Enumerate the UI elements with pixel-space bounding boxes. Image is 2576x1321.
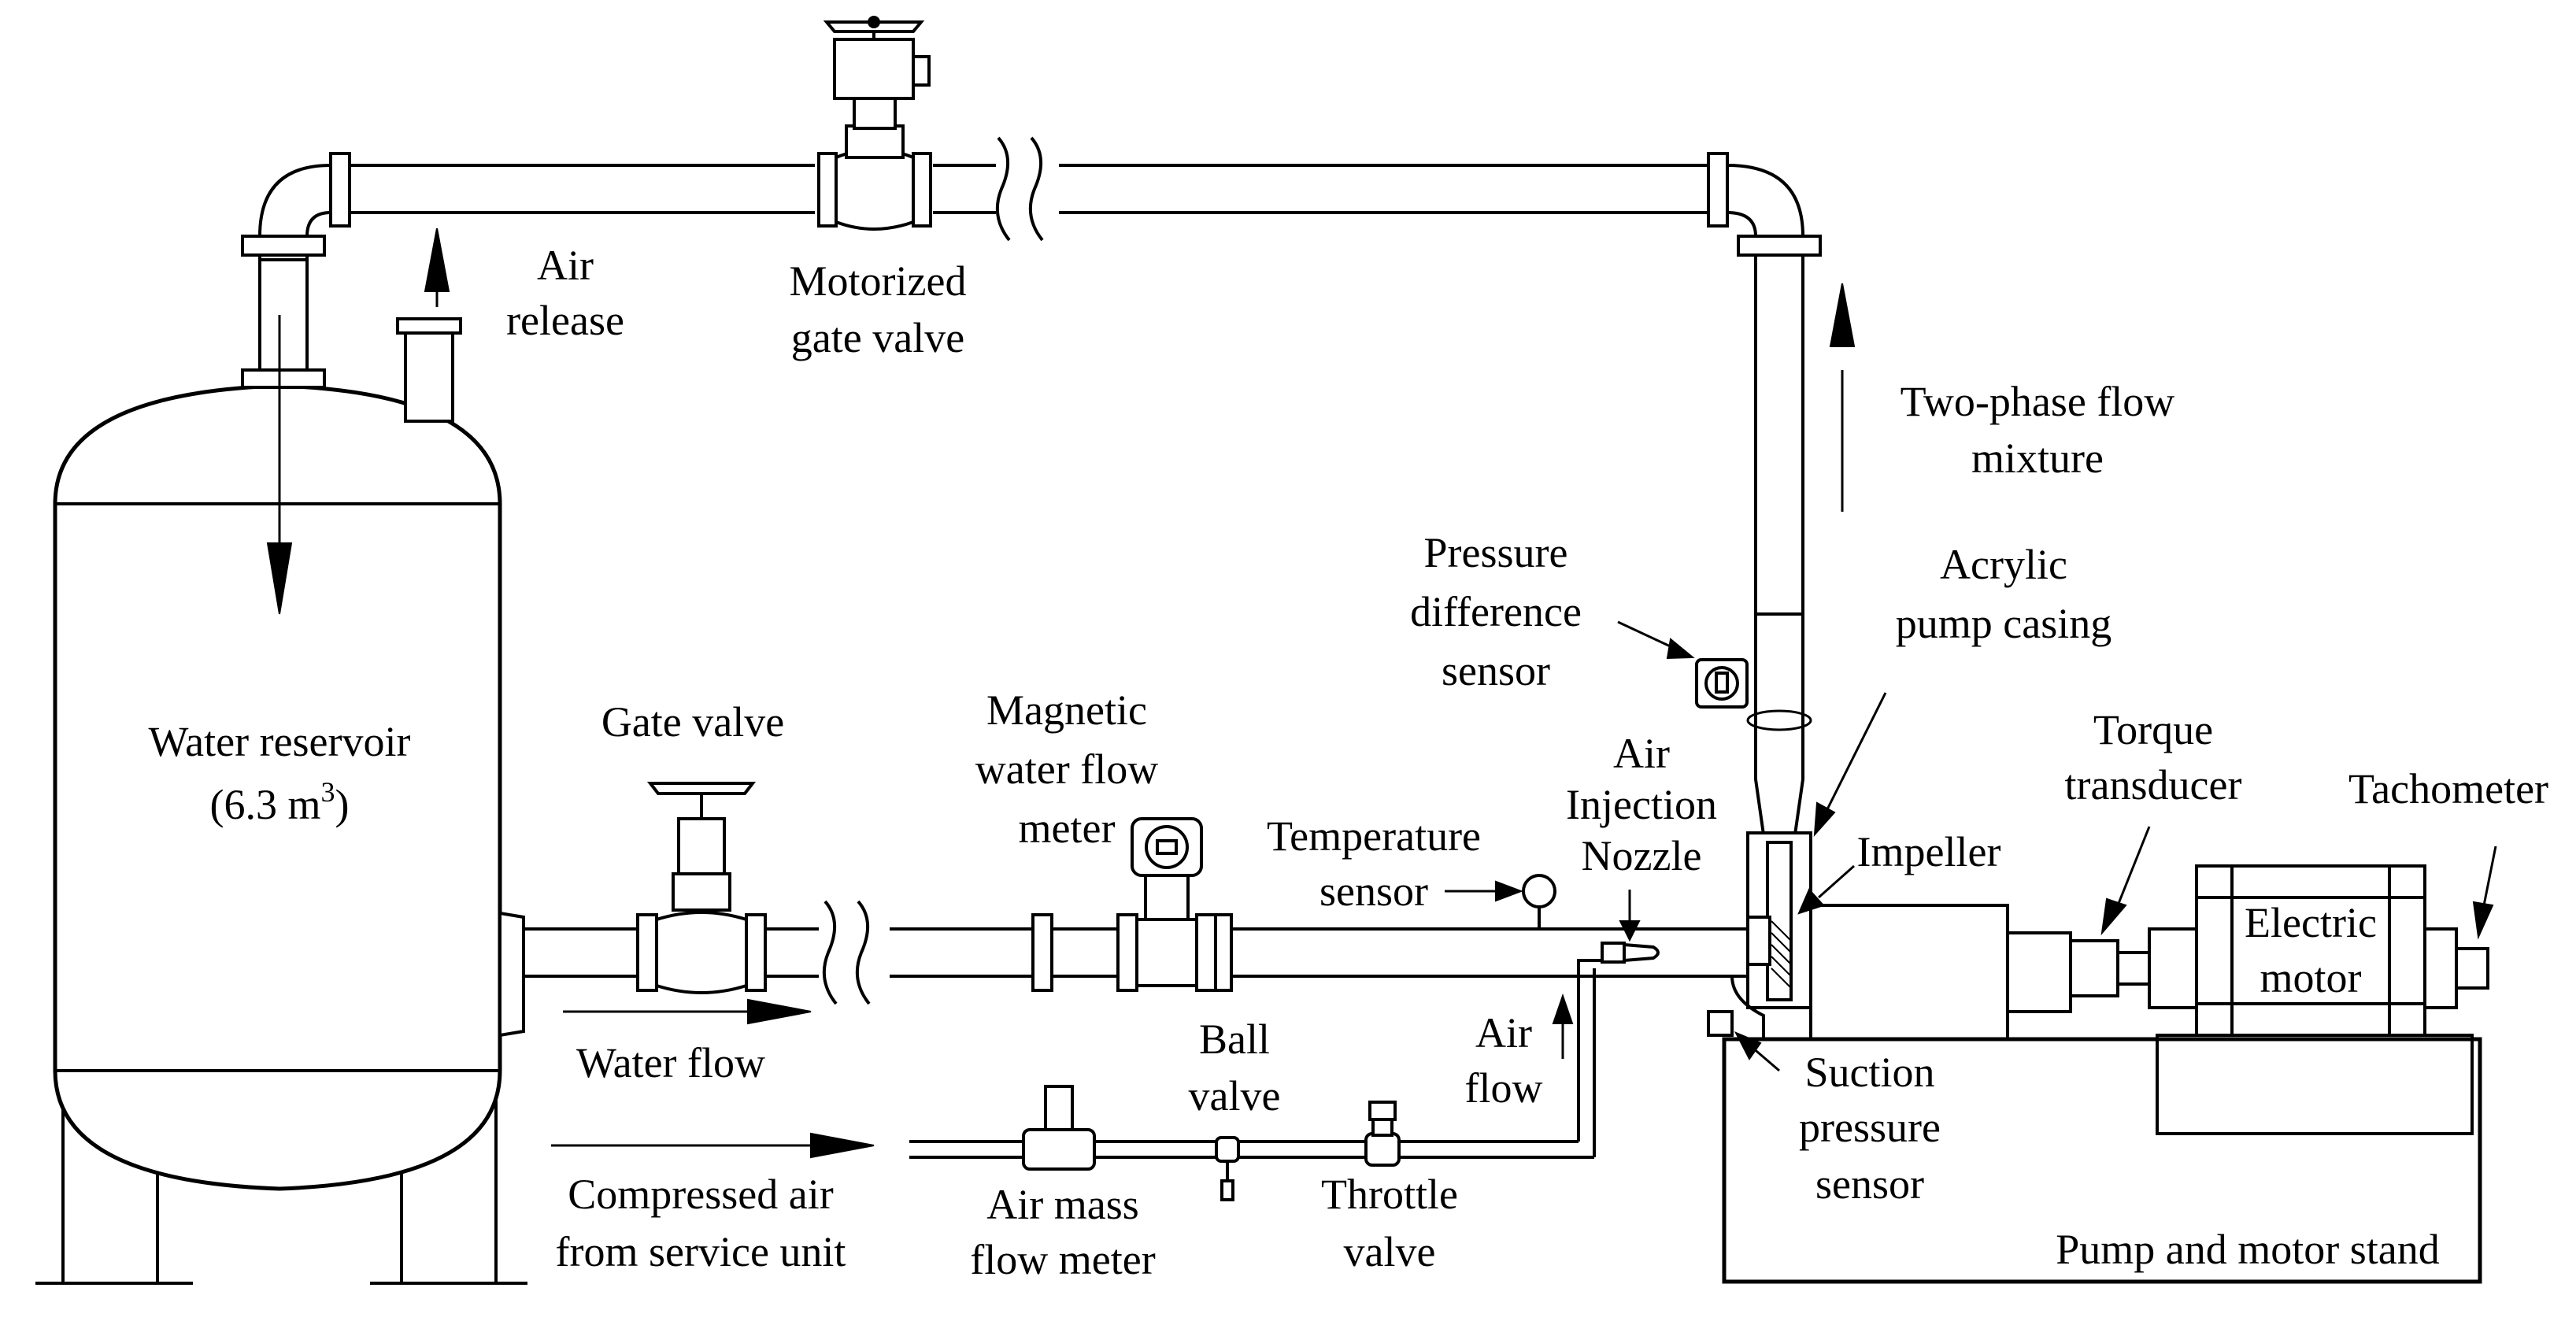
label-motorized-2: gate valve [791,314,964,361]
suction-pressure-sensor-box [1707,1010,1734,1037]
label-tachometer: Tachometer [2348,765,2548,812]
label-impeller: Impeller [1857,828,2001,875]
magnetic-flow-meter [1116,817,1217,992]
motor-base [2156,1034,2474,1135]
temperature-sensor [1445,874,1556,929]
label-ball-valve-2: valve [1189,1072,1281,1119]
air-mass-flow-meter-body [1022,1128,1096,1171]
label-air-release-2: release [506,297,624,344]
ball-valve-body [1215,1136,1240,1163]
torque-transducer-body [2069,939,2119,997]
label-air-injection-2: Injection [1566,781,1717,828]
label-ball-valve-1: Ball [1199,1016,1270,1063]
return-pipe [241,136,1856,614]
leader-arrows [551,692,2497,1159]
motorized-gate-valve [817,16,932,231]
label-compressed-air-2: from service unit [556,1228,846,1275]
pressure-difference-sensor [1617,620,1749,709]
label-air-mass-1: Air mass [986,1181,1138,1228]
label-air-flow-2: flow [1465,1064,1543,1112]
label-magnetic-2: water flow [975,746,1158,793]
label-throttle-2: valve [1344,1228,1436,1275]
label-suction-3: sensor [1815,1160,1924,1208]
gate-valve [636,782,767,994]
label-temperature-2: sensor [1319,868,1428,915]
label-water-flow: Water flow [576,1039,765,1086]
label-reservoir-volume: (6.3 m3) [210,776,350,828]
tachometer-body [2455,947,2489,990]
label-throttle-1: Throttle [1321,1171,1458,1218]
label-magnetic-1: Magnetic [986,686,1147,734]
drive-train [2069,864,2489,1135]
label-air-injection-1: Air [1613,730,1670,777]
label-acrylic-1: Acrylic [1940,541,2067,588]
label-pressure-diff-3: sensor [1442,647,1550,694]
label-air-injection-3: Nozzle [1582,832,1702,879]
pump-motor-stand [1722,1037,2482,1284]
label-compressed-air-1: Compressed air [568,1171,833,1218]
label-acrylic-2: pump casing [1896,600,2112,647]
label-pressure-diff-1: Pressure [1424,529,1568,576]
label-electric-motor-1: Electric [2245,899,2377,946]
air-line [909,959,1602,1201]
label-two-phase-1: Two-phase flow [1901,378,2175,425]
label-motorized-1: Motorized [790,257,967,305]
label-magnetic-3: meter [1019,805,1116,852]
label-air-release-1: Air [537,242,594,289]
label-air-mass-2: flow meter [970,1236,1155,1283]
label-air-flow-1: Air [1475,1009,1532,1056]
impeller-block [1746,916,1771,966]
label-electric-motor-2: motor [2260,954,2362,1001]
label-torque-2: transducer [2065,761,2242,809]
label-temperature-1: Temperature [1267,812,1481,860]
label-gate-valve: Gate valve [601,698,784,746]
air-injection-nozzle [1601,890,1660,964]
label-suction-1: Suction [1804,1049,1934,1096]
label-water-reservoir: Water reservoir [149,718,411,765]
label-pressure-diff-2: difference [1410,588,1582,635]
label-torque-1: Torque [2093,706,2213,753]
label-suction-2: pressure [1799,1104,1941,1151]
labels: Air release Motorized gate valve Two-pha… [149,242,2549,1283]
label-two-phase-2: mixture [1971,435,2104,482]
label-stand: Pump and motor stand [2056,1226,2439,1273]
water-reservoir [35,258,527,1285]
pump [1707,612,2072,1041]
pump-bearing-housing [1809,904,2009,1041]
throttle-valve-body [1364,1132,1401,1167]
